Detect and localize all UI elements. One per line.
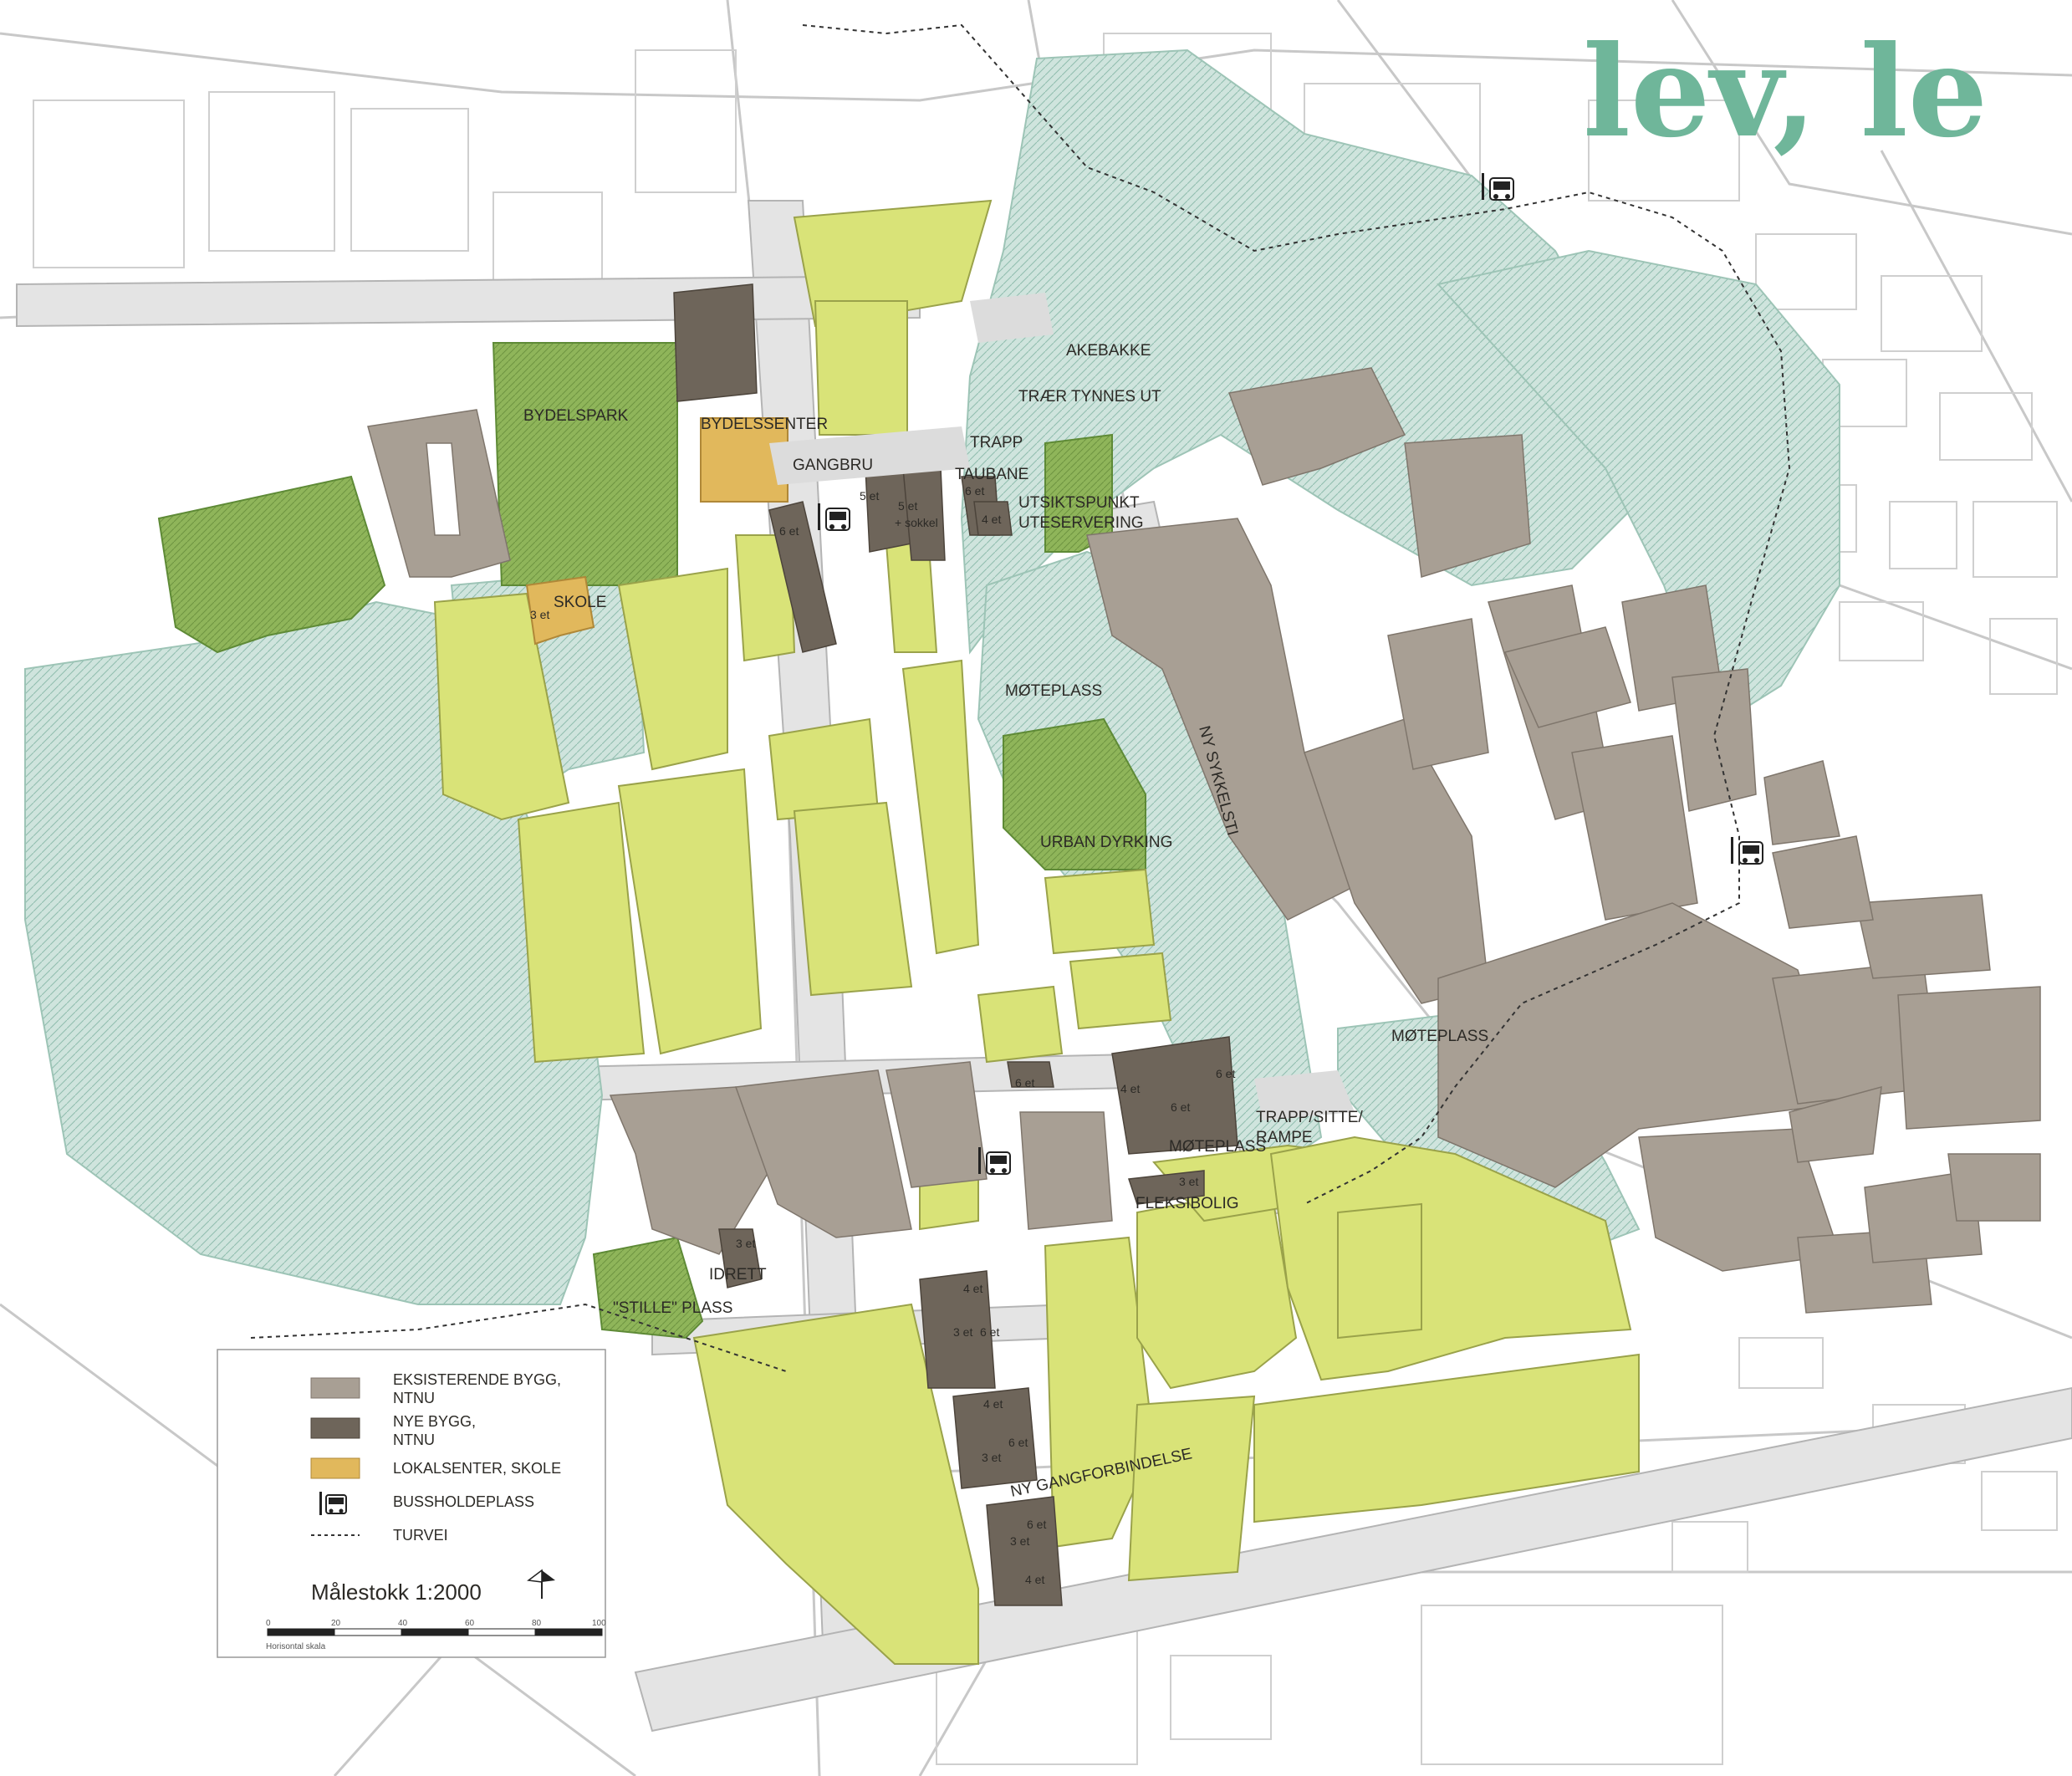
legend-swatch-local-center	[310, 1457, 360, 1479]
legend-new-line2: NTNU	[393, 1432, 435, 1448]
floor-label: 6 et	[980, 1325, 999, 1339]
label-trapp-sitte: TRAPP/SITTE/	[1256, 1109, 1363, 1126]
neighborhood-park-area	[157, 475, 386, 654]
floor-label: 6 et	[1216, 1067, 1235, 1080]
floor-label: 3 et	[1010, 1534, 1029, 1548]
park-areas	[157, 342, 1146, 1340]
bydelspark-area	[492, 342, 678, 586]
floor-label: 4 et	[1025, 1573, 1044, 1586]
floor-label: 3 et	[530, 608, 549, 621]
floor-label: 6 et	[779, 524, 799, 538]
scale-tick: 80	[532, 1619, 542, 1628]
label-traer: TRÆR TYNNES UT	[1018, 388, 1161, 406]
label-stille-plass: "STILLE" PLASS	[613, 1299, 732, 1317]
legend-swatch-new	[310, 1417, 360, 1439]
local-center-blocks	[525, 417, 788, 646]
new-building-4et-6et	[1111, 1036, 1238, 1155]
floor-label: 6 et	[1027, 1518, 1046, 1531]
stille-plass-area	[592, 1236, 704, 1340]
scale-caption: Horisontal skala	[266, 1642, 326, 1651]
legend-bus-stop: BUSSHOLDEPLASS	[393, 1493, 534, 1510]
floor-label: 3 et	[736, 1237, 755, 1250]
new-building-6et-a	[768, 501, 837, 653]
label-trapp: TRAPP	[970, 434, 1023, 452]
floor-label: 3 et	[982, 1451, 1001, 1464]
floor-label: 6 et	[1008, 1436, 1028, 1449]
bus-stop-icon	[978, 1147, 1011, 1175]
floor-label: 5 et	[860, 489, 879, 503]
new-building-north	[673, 283, 758, 402]
legend: EKSISTERENDE BYGG, NTNU NYE BYGG, NTNU L…	[217, 1349, 606, 1658]
floor-label: 6 et	[1015, 1076, 1034, 1090]
existing-buildings	[367, 367, 2041, 1314]
north-arrow-icon	[527, 1569, 555, 1599]
label-taubane: TAUBANE	[955, 466, 1028, 483]
scale-tick: 0	[266, 1619, 271, 1628]
school-building	[525, 575, 595, 646]
label-uteservering: UTESERVERING	[1018, 514, 1144, 532]
label-idrett: IDRETT	[709, 1266, 767, 1284]
label-gangbru: GANGBRU	[793, 457, 873, 474]
floor-label: 4 et	[1120, 1082, 1140, 1095]
new-building-4et	[973, 501, 1013, 536]
label-moteplass-3: MØTEPLASS	[1169, 1138, 1266, 1156]
legend-new-line1: NYE BYGG,	[393, 1413, 476, 1430]
label-bydelspark: BYDELSPARK	[523, 407, 629, 425]
floor-label: 4 et	[982, 513, 1001, 526]
label-utsiktspunkt: UTSIKTSPUNKT	[1018, 494, 1140, 512]
legend-frame	[217, 1349, 606, 1658]
bus-stop-icon	[1482, 173, 1514, 201]
scale-tick: 40	[398, 1619, 408, 1628]
label-rampe: RAMPE	[1256, 1129, 1313, 1146]
scale-tick: 60	[465, 1619, 475, 1628]
scale-title: Målestokk 1:2000	[311, 1580, 482, 1605]
legend-existing-line1: EKSISTERENDE BYGG,	[393, 1371, 561, 1388]
floor-label: 3 et	[953, 1325, 972, 1339]
new-building-6et-c	[1007, 1061, 1054, 1088]
label-moteplass-2: MØTEPLASS	[1391, 1028, 1488, 1045]
label-urban-dyrking: URBAN DYRKING	[1040, 834, 1172, 851]
floor-label: 4 et	[963, 1282, 982, 1295]
new-building-idrett	[718, 1228, 762, 1289]
label-fleksibolig: FLEKSIBOLIG	[1136, 1195, 1239, 1212]
legend-existing-line2: NTNU	[393, 1390, 435, 1406]
scale-bar	[267, 1628, 603, 1636]
scale-tick: 100	[592, 1619, 606, 1628]
floor-label: 6 et	[965, 484, 984, 498]
label-bydelssenter: BYDELSSENTER	[701, 416, 828, 433]
label-moteplass-1: MØTEPLASS	[1005, 682, 1102, 700]
brand-title: lev, le	[1583, 18, 1988, 166]
legend-swatch-existing	[310, 1377, 360, 1399]
floor-label: 4 et	[983, 1397, 1003, 1411]
residential-blocks	[433, 199, 1640, 1665]
floor-label: 6 et	[1171, 1100, 1190, 1114]
legend-local-center: LOKALSENTER, SKOLE	[393, 1460, 561, 1477]
floor-label: + sokkel	[895, 516, 938, 529]
scale-tick: 20	[331, 1619, 341, 1628]
new-building-south-b	[952, 1387, 1038, 1489]
label-skole: SKOLE	[554, 594, 606, 611]
new-buildings	[673, 283, 1238, 1606]
bus-stop-icon	[1731, 837, 1763, 865]
floor-label: 3 et	[1179, 1175, 1198, 1188]
floor-label: 5 et	[898, 499, 917, 513]
plazas	[769, 293, 1355, 1120]
legend-bus-icon	[319, 1492, 347, 1515]
bus-stop-icon	[818, 503, 850, 531]
fleksibolig-building	[1127, 1170, 1205, 1205]
floor-labels: 6 et 5 et 5 et + sokkel 6 et 4 et 3 et 6…	[530, 484, 1235, 1586]
turvei-path	[250, 23, 1791, 1372]
new-building-south-c	[986, 1496, 1063, 1606]
legend-turvei: TURVEI	[393, 1527, 448, 1544]
label-akebakke: AKEBAKKE	[1066, 342, 1151, 360]
new-building-south-a	[919, 1270, 996, 1389]
bus-stop-icons	[818, 173, 1763, 1175]
